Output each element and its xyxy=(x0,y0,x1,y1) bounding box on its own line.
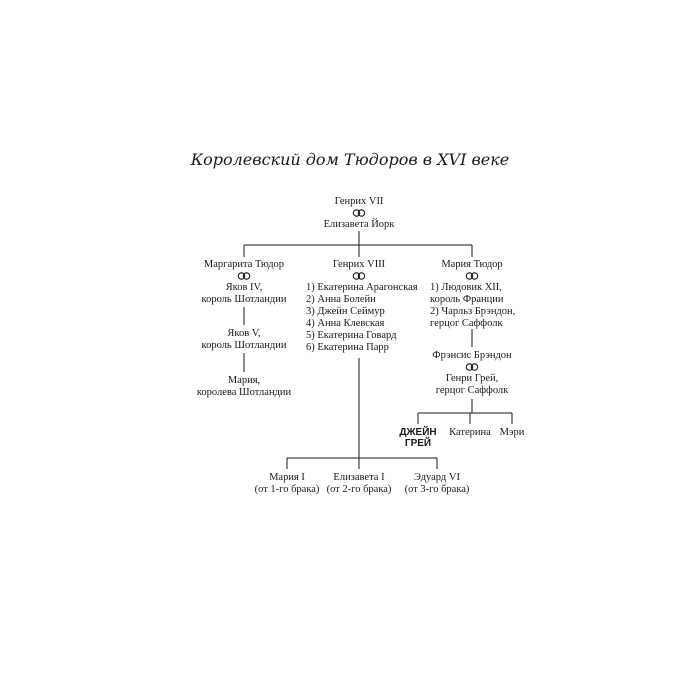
mary-tudor-name: Мария Тюдор xyxy=(441,259,503,270)
henry7-name: Генрих VII xyxy=(334,196,384,207)
mary-grey-name: Мэри xyxy=(499,427,525,438)
marriage-rings-icon xyxy=(465,363,479,371)
james4-title: король Шотландии xyxy=(201,294,287,305)
jane-grey-name-2: ГРЕЙ xyxy=(404,438,432,449)
marriage-rings-icon xyxy=(465,272,479,280)
katherine-grey-name: Катерина xyxy=(449,427,491,438)
elizabeth-york-name: Елизавета Йорк xyxy=(323,219,395,230)
mary-tudor-spouse-line: 1) Людовик XII, xyxy=(430,282,502,293)
marriage-rings-icon xyxy=(352,209,366,217)
mary-tudor-spouse-line: король Франции xyxy=(430,294,504,305)
marriage-rings-icon xyxy=(352,272,366,280)
henry-grey-title: герцог Саффолк xyxy=(435,385,509,396)
henry8-wife: 3) Джейн Сеймур xyxy=(306,306,385,317)
henry8-wife: 4) Анна Клевская xyxy=(306,318,385,329)
mary-queen-of-scots-title: королева Шотландии xyxy=(196,387,292,398)
henry-grey-name: Генри Грей, xyxy=(445,373,499,384)
jane-grey-name-1: ДЖЕЙН xyxy=(399,427,437,438)
henry8-wife: 2) Анна Болейн xyxy=(306,294,376,305)
edward6-name: Эдуард VI xyxy=(414,472,460,483)
henry8-wife: 5) Екатерина Говард xyxy=(306,330,397,341)
james5-name: Яков V, xyxy=(227,328,261,339)
edward6-note: (от 3-го брака) xyxy=(404,484,470,495)
henry8-wife: 1) Екатерина Арагонская xyxy=(306,282,418,293)
mary-queen-of-scots-name: Мария, xyxy=(227,375,261,386)
james4-name: Яков IV, xyxy=(225,282,263,293)
james5-title: король Шотландии xyxy=(201,340,287,351)
elizabeth1-name: Елизавета I xyxy=(333,472,385,483)
elizabeth1-note: (от 2-го брака) xyxy=(326,484,392,495)
marriage-rings-icon xyxy=(237,272,251,280)
frances-brandon-name: Фрэнсис Брэндон xyxy=(432,350,512,361)
henry8-wife: 6) Екатерина Парр xyxy=(306,342,389,353)
mary-tudor-spouse-line: 2) Чарльз Брэндон, xyxy=(430,306,516,317)
mary-tudor-spouse-line: герцог Саффолк xyxy=(430,318,503,329)
margaret-tudor-name: Маргарита Тюдор xyxy=(203,259,285,270)
henry8-name: Генрих VIII xyxy=(332,259,386,270)
mary1-name: Мария I xyxy=(269,472,305,483)
mary1-note: (от 1-го брака) xyxy=(254,484,320,495)
diagram-title: Королевский дом Тюдоров в XVI веке xyxy=(190,150,510,169)
